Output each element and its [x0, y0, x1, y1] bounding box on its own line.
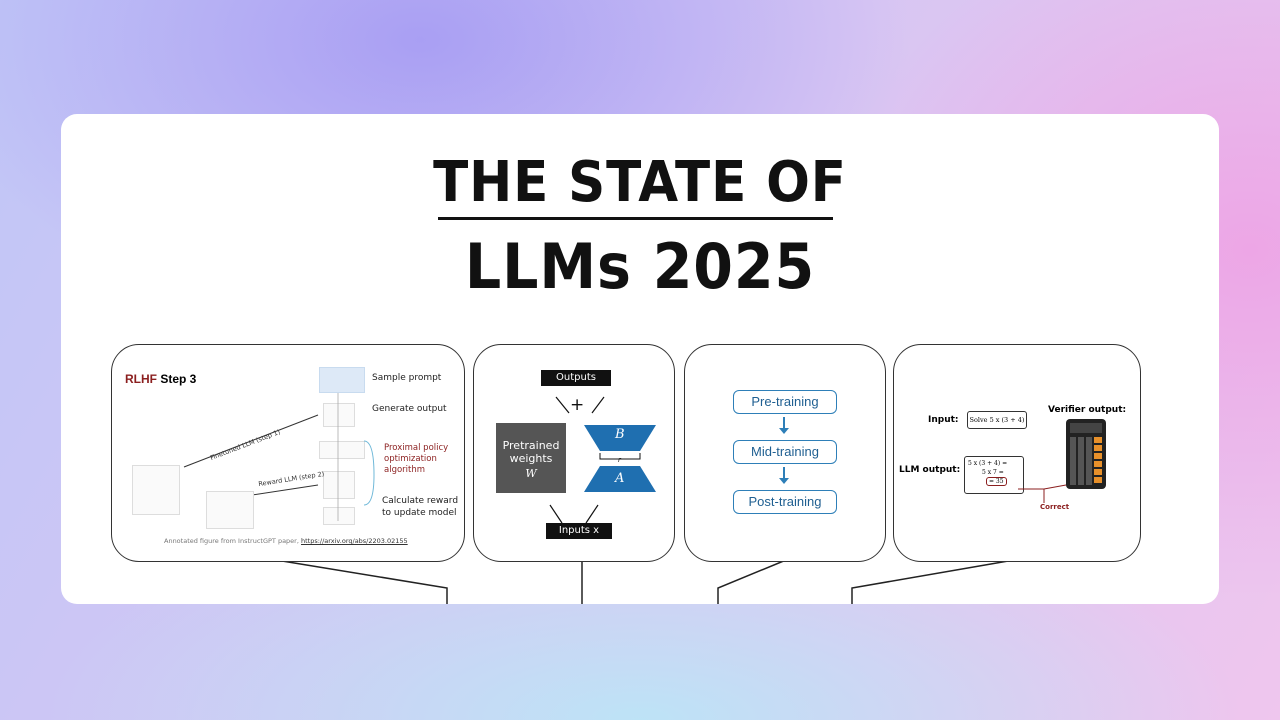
- pretrained-line-2: weights: [509, 452, 553, 465]
- reward-calc-label: Calculate reward to update model: [382, 495, 458, 519]
- lora-adapter-shapes: [549, 396, 656, 524]
- policy-node-1: [323, 403, 355, 427]
- arrow-right-up: [591, 396, 605, 414]
- sample-prompt-label: Sample prompt: [372, 373, 442, 383]
- rlhf-heading: RLHF Step 3: [125, 372, 196, 386]
- stage-arrow-1: [779, 417, 789, 434]
- llm-step-1: 5 x (3 + 4) =: [968, 460, 1008, 467]
- inputs-box: Inputs x: [546, 523, 612, 539]
- verifier-link: [1043, 484, 1067, 490]
- content-card: THE STATE OF LLMs 2025 RLHF Step 3 Sampl…: [61, 114, 1219, 604]
- llm-output-label: LLM output:: [899, 465, 961, 475]
- ppo-line-2: optimization: [384, 454, 437, 464]
- a-label: A: [615, 471, 625, 486]
- prompt-box: [319, 367, 365, 393]
- reward-line-1: Calculate reward: [382, 496, 459, 506]
- connector-lines: [275, 559, 1015, 604]
- caption-link[interactable]: https://arxiv.org/abs/2203.02155: [301, 537, 408, 545]
- training-stages-panel: Pre-training Mid-training Post-training: [684, 344, 886, 562]
- stage-pre-training: Pre-training: [733, 390, 837, 414]
- a-matrix-shape: [584, 466, 656, 492]
- connector-line-3: [717, 559, 787, 604]
- title-divider: [438, 217, 833, 220]
- stage-post-training: Post-training: [733, 490, 837, 514]
- outputs-box: Outputs: [541, 370, 611, 386]
- verifier-panel: Input: Solve 5 x (3 + 4) Verifier output…: [893, 344, 1141, 562]
- ppo-bracket: [363, 440, 375, 506]
- calculator-display: [1070, 423, 1102, 433]
- verifier-output-label: Verifier output:: [1048, 405, 1127, 415]
- r-label: r: [618, 456, 621, 464]
- calculator-orange-keys: [1094, 437, 1102, 485]
- arrow-left-up: [555, 396, 570, 414]
- verifier-arrow: [1018, 488, 1045, 503]
- rlhf-panel: RLHF Step 3 Sample prompt Generate outpu…: [111, 344, 465, 562]
- pretrained-line-1: Pretrained: [502, 439, 560, 452]
- reward-arrow: [251, 484, 319, 496]
- finetuned-arrow: [183, 414, 319, 468]
- lora-panel: Outputs + Pretrained weights W B A r Inp…: [473, 344, 675, 562]
- llm-step-2: 5 x 7 =: [982, 469, 1004, 476]
- rlhf-heading-prefix: RLHF: [125, 372, 157, 386]
- reward-llm-box: [206, 491, 254, 529]
- stage-mid-training: Mid-training: [733, 440, 837, 464]
- reward-box: [323, 507, 355, 525]
- stage-arrow-2: [779, 467, 789, 484]
- r-bracket: [599, 453, 641, 460]
- b-matrix-shape: [584, 425, 656, 451]
- verifier-connector: [1018, 484, 1067, 503]
- b-label: B: [615, 427, 625, 442]
- generate-output-label: Generate output: [372, 404, 447, 414]
- ppo-label: Proximal policy optimization algorithm: [384, 443, 448, 476]
- arrow-in-left: [549, 504, 563, 524]
- plus-sign: +: [570, 395, 585, 415]
- connector-line-1: [275, 559, 448, 604]
- rlhf-diagram-lines: [183, 393, 375, 521]
- llm-step-3: = 35: [968, 477, 1020, 486]
- policy-node-2: [323, 471, 355, 499]
- calculator-icon: [1066, 419, 1106, 489]
- pretrained-symbol: W: [525, 467, 537, 480]
- rlhf-caption: Annotated figure from InstructGPT paper,…: [164, 537, 408, 545]
- finetuned-llm-box: [132, 465, 180, 515]
- input-label: Input:: [928, 415, 959, 425]
- rlhf-heading-suffix: Step 3: [160, 372, 197, 386]
- arrow-in-right: [585, 504, 599, 524]
- ppo-line-1: Proximal policy: [384, 443, 449, 453]
- ppo-line-3: algorithm: [384, 465, 426, 475]
- reward-line-2: to update model: [382, 508, 457, 518]
- correct-label: Correct: [1040, 503, 1070, 511]
- pretrained-weights-box: Pretrained weights W: [496, 423, 566, 493]
- connector-line-4: [851, 559, 1015, 604]
- input-value-box: Solve 5 x (3 + 4): [967, 411, 1027, 429]
- output-box: [319, 441, 365, 459]
- title-line-1: THE STATE OF: [433, 150, 847, 215]
- title-line-2: LLMs 2025: [464, 230, 816, 303]
- llm-answer-highlight: = 35: [986, 477, 1007, 486]
- caption-text: Annotated figure from InstructGPT paper,: [164, 537, 299, 545]
- llm-output-box: 5 x (3 + 4) = 5 x 7 = = 35: [964, 456, 1024, 494]
